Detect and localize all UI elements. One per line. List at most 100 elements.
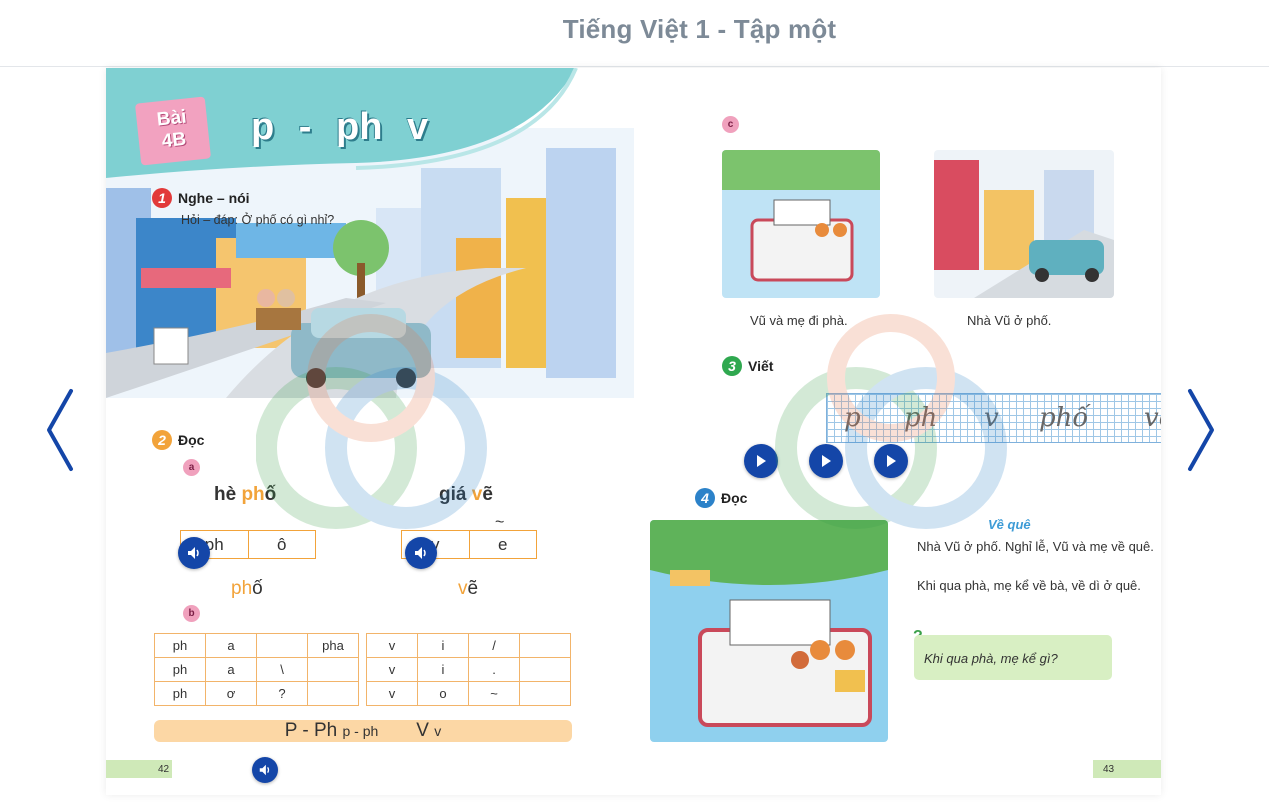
table-row: v i .: [366, 657, 571, 682]
chevron-right-icon: [1188, 389, 1214, 471]
question-box: Khi qua phà, mẹ kể gì?: [914, 635, 1112, 680]
section-number: 1: [152, 188, 172, 208]
play-video-button[interactable]: [744, 444, 778, 478]
table-row: v o ~: [366, 681, 571, 706]
ferry-story-illustration: [650, 520, 888, 742]
table-row: ph ơ ?: [154, 681, 359, 706]
section-number: 3: [722, 356, 742, 376]
table-cell: [519, 657, 571, 682]
word-highlight: ph: [231, 578, 253, 599]
table-cell: .: [468, 657, 520, 682]
table-cell: [307, 657, 359, 682]
lesson-tag: Bài 4B: [134, 96, 212, 166]
table-cell: [519, 633, 571, 658]
table-cell: [307, 681, 359, 706]
handwriting-sample: p: [844, 403, 861, 433]
alphabet-upper: P - Ph: [284, 720, 338, 741]
section-number: 4: [695, 488, 715, 508]
onset-cell: v: [431, 534, 440, 554]
play-icon: [822, 455, 831, 467]
table-cell: \: [256, 657, 308, 682]
table-row: ph a pha: [154, 633, 359, 658]
story-paragraph: Nhà Vũ ở phố. Nghỉ lễ, Vũ và mẹ về quê.: [917, 539, 1154, 554]
table-cell: ph: [154, 681, 206, 706]
part-c-badge: c: [722, 116, 739, 133]
section-listen-speak: 1 Nghe – nói: [152, 188, 250, 208]
section-title: Đọc: [721, 490, 748, 506]
alphabet-group-2: V v: [416, 720, 441, 742]
table-cell: ?: [256, 681, 308, 706]
play-video-button[interactable]: [809, 444, 843, 478]
lesson-banner: [106, 68, 578, 178]
handwriting-sample: vẽ: [1144, 403, 1161, 433]
section-read: 2 Đọc: [152, 430, 204, 450]
table-cell: [519, 681, 571, 706]
example-word-1: hè phố: [214, 484, 276, 506]
tone-mark: ~: [495, 514, 505, 531]
ferry-illustration: [722, 150, 880, 298]
section-title: Nghe – nói: [178, 190, 250, 206]
lesson-title: p - ph v: [251, 106, 429, 148]
word-highlight: v: [458, 578, 468, 599]
book-spread: Bài 4B p - ph v 1 Nghe – nói Hỏi – đáp: …: [106, 68, 1161, 795]
handwriting-sample: ph: [904, 403, 938, 433]
chevron-left-icon: [47, 389, 73, 471]
audio-button[interactable]: [405, 537, 437, 569]
word-part: ố: [252, 578, 263, 599]
table-cell: pha: [307, 633, 359, 658]
alphabet-lower: v: [434, 723, 442, 739]
play-icon: [887, 455, 896, 467]
table-row: v i /: [366, 633, 571, 658]
result-word-1: phố: [231, 578, 263, 600]
section-prompt: Hỏi – đáp: Ở phố có gì nhỉ?: [181, 213, 335, 227]
word-part: giá: [439, 484, 472, 505]
syllable-table-left: ph a pha ph a \ ph ơ ?: [154, 633, 359, 706]
word-part: ẽ: [482, 484, 493, 505]
section-read-story: 4 Đọc: [695, 488, 747, 508]
part-b-badge: b: [183, 605, 200, 622]
top-bar: Tiếng Việt 1 - Tập một: [0, 0, 1269, 67]
book-title: Tiếng Việt 1 - Tập một: [562, 14, 837, 44]
syllable-table-right: v i / v i . v o ~: [366, 633, 571, 706]
word-highlight: v: [471, 484, 483, 505]
alphabet-bar: P - Ph p - ph V v: [154, 720, 572, 742]
word-highlight: ph: [241, 484, 265, 505]
table-cell: a: [205, 633, 257, 658]
example-word-2: giá vẽ: [439, 484, 493, 506]
table-cell: v: [366, 657, 418, 682]
page-number: 43: [1093, 760, 1161, 778]
previous-page-button[interactable]: [43, 385, 77, 475]
alphabet-group-1: P - Ph p - ph: [285, 720, 379, 742]
table-cell: /: [468, 633, 520, 658]
section-title: Đọc: [178, 432, 205, 448]
audio-button[interactable]: [178, 537, 210, 569]
play-video-button[interactable]: [874, 444, 908, 478]
table-cell: ph: [154, 657, 206, 682]
handwriting-grid: [826, 393, 1161, 443]
table-cell: ph: [154, 633, 206, 658]
table-cell: i: [417, 657, 469, 682]
table-cell: [256, 633, 308, 658]
left-page: Bài 4B p - ph v 1 Nghe – nói Hỏi – đáp: …: [106, 68, 634, 795]
table-cell: v: [366, 681, 418, 706]
story-title: Về quê: [988, 517, 1031, 532]
section-title: Viết: [748, 358, 774, 374]
table-cell: i: [417, 633, 469, 658]
section-write: 3 Viết: [722, 356, 773, 376]
caption-street: Nhà Vũ ở phố.: [967, 313, 1052, 328]
caption-ferry: Vũ và mẹ đi phà.: [750, 313, 848, 328]
word-part: hè: [214, 484, 242, 505]
page-number: 42: [106, 760, 172, 778]
page-audio-button[interactable]: [252, 757, 278, 783]
street-house-illustration: [934, 150, 1114, 298]
word-part: ẽ: [467, 578, 479, 599]
part-a-badge: a: [183, 459, 200, 476]
play-icon: [757, 455, 766, 467]
table-cell: v: [366, 633, 418, 658]
street-illustration: [106, 128, 634, 398]
word-part: ố: [264, 484, 277, 505]
next-page-button[interactable]: [1184, 385, 1218, 475]
speaker-icon: [188, 547, 199, 559]
table-cell: o: [417, 681, 469, 706]
story-paragraph: Khi qua phà, mẹ kể về bà, về dì ở quê.: [917, 578, 1141, 593]
